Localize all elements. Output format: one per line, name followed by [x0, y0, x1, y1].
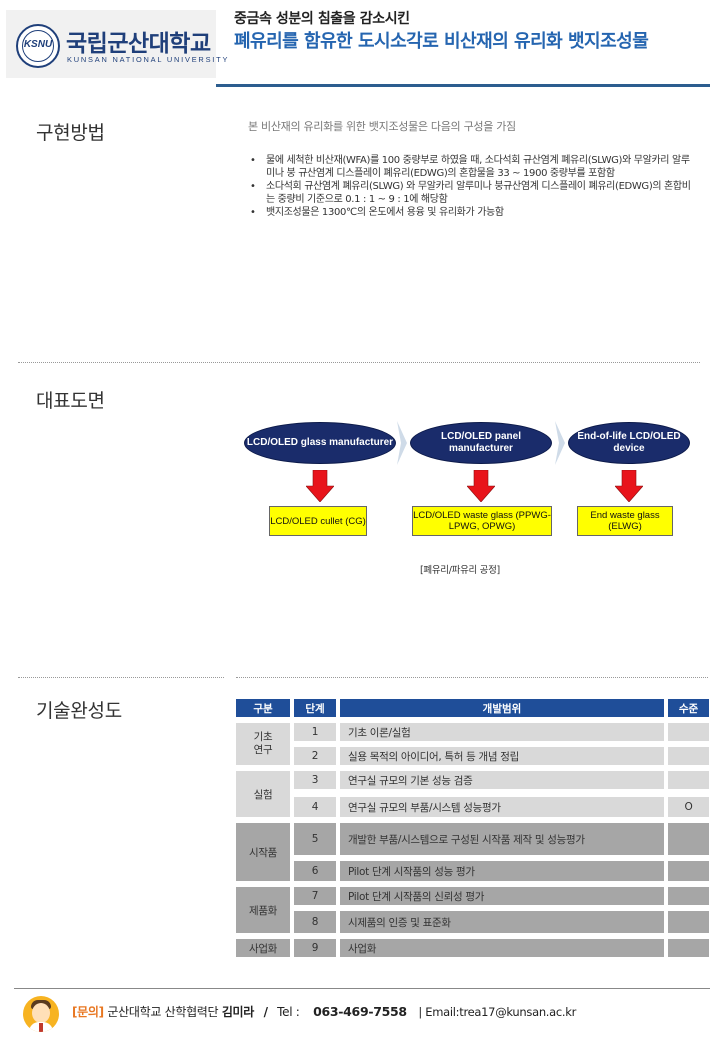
arrow-down-icon	[615, 470, 643, 502]
contact-inquiry-label: [문의]	[72, 1005, 104, 1019]
table-cell-scope: 연구실 규모의 부품/시스템 성능평가	[340, 797, 664, 817]
contact-avatar-icon	[23, 996, 59, 1032]
method-bullet: 물에 세척한 비산재(WFA)를 100 중량부로 하였을 때, 소다석회 규산…	[248, 154, 693, 180]
logo-english-name: KUNSAN NATIONAL UNIVERSITY	[67, 55, 230, 64]
contact-email: | Email:trea17@kunsan.ac.kr	[418, 1005, 577, 1019]
page-title: 폐유리를 함유한 도시소각로 비산재의 유리화 뱃지조성물	[234, 31, 649, 52]
table-cell-level	[668, 747, 709, 765]
contact-separator: /	[263, 1005, 268, 1019]
arrow-down-icon	[467, 470, 495, 502]
method-bullet: 뱃지조성물은 1300℃의 온도에서 용융 및 유리화가 가능함	[248, 206, 693, 219]
chevron-right-icon	[555, 421, 565, 465]
diagram-oval-panel-manufacturer: LCD/OLED panel manufacturer	[410, 422, 552, 464]
section-divider	[236, 677, 708, 678]
table-cell-stage: 2	[294, 747, 336, 765]
table-header-stage: 단계	[294, 699, 336, 717]
table-category-commercialization: 사업화	[236, 939, 290, 957]
table-cell-scope: 개발한 부품/시스템으로 구성된 시작품 제작 및 성능평가	[340, 823, 664, 855]
table-category-basic: 기초 연구	[236, 723, 290, 765]
university-logo: KSNU 국립군산대학교 KUNSAN NATIONAL UNIVERSITY	[6, 10, 227, 78]
method-bullet: 소다석회 규산염계 폐유리(SLWG) 와 무알카리 알루미나 붕규산염계 디스…	[248, 180, 693, 206]
table-header-scope: 개발범위	[340, 699, 664, 717]
table-cell-stage: 6	[294, 861, 336, 881]
contact-tel-label: Tel :	[277, 1005, 300, 1019]
table-cell-stage: 7	[294, 887, 336, 905]
diagram-box-waste-glass: LCD/OLED waste glass (PPWG-LPWG, OPWG)	[412, 506, 552, 536]
table-cell-stage: 1	[294, 723, 336, 741]
table-cell-level	[668, 823, 709, 855]
diagram-box-cullet: LCD/OLED cullet (CG)	[269, 506, 367, 536]
table-header-level: 수준	[668, 699, 709, 717]
table-cell-scope: 연구실 규모의 기본 성능 검증	[340, 771, 664, 789]
table-cell-scope: 사업화	[340, 939, 664, 957]
method-bullet-list: 물에 세척한 비산재(WFA)를 100 중량부로 하였을 때, 소다석회 규산…	[248, 154, 693, 219]
contact-info: [문의] 군산대학교 산학협력단 김미라 / Tel : 063-469-755…	[72, 1003, 576, 1020]
section-divider	[18, 362, 700, 363]
contact-person-name: 김미라	[221, 1005, 255, 1019]
table-header-category: 구분	[236, 699, 290, 717]
section-divider	[18, 677, 224, 678]
figure-caption: [폐유리/파유리 공정]	[420, 565, 500, 576]
diagram-oval-glass-manufacturer: LCD/OLED glass manufacturer	[244, 422, 396, 464]
footer-divider	[14, 988, 710, 989]
diagram-oval-eol-device: End-of-life LCD/OLED device	[568, 422, 690, 464]
contact-phone: 063-469-7558	[313, 1004, 407, 1019]
page-subtitle: 중금속 성분의 침출을 감소시킨	[234, 11, 410, 27]
table-cell-level	[668, 771, 709, 789]
table-cell-level	[668, 723, 709, 741]
table-cell-level	[668, 887, 709, 905]
method-intro: 본 비산재의 유리화를 위한 뱃지조성물은 다음의 구성을 가짐	[248, 120, 516, 133]
table-category-experiment: 실험	[236, 771, 290, 817]
table-cell-stage: 4	[294, 797, 336, 817]
table-cell-scope: Pilot 단계 시작품의 성능 평가	[340, 861, 664, 881]
contact-organization: 군산대학교 산학협력단	[107, 1005, 219, 1019]
arrow-down-icon	[306, 470, 334, 502]
table-cell-stage: 5	[294, 823, 336, 855]
table-cell-stage: 9	[294, 939, 336, 957]
table-cell-level	[668, 939, 709, 957]
table-cell-scope: 실용 목적의 아이디어, 특허 등 개념 정립	[340, 747, 664, 765]
chevron-right-icon	[397, 421, 407, 465]
header-divider	[216, 84, 710, 87]
section-label-figure: 대표도면	[36, 390, 105, 412]
table-cell-stage: 3	[294, 771, 336, 789]
logo-korean-name: 국립군산대학교	[66, 31, 211, 57]
table-category-productization: 제품화	[236, 887, 290, 933]
table-cell-scope: Pilot 단계 시작품의 신뢰성 평가	[340, 887, 664, 905]
table-cell-scope: 기초 이론/실험	[340, 723, 664, 741]
table-cell-scope: 시제품의 인증 및 표준화	[340, 911, 664, 933]
section-label-method: 구현방법	[36, 122, 105, 144]
diagram-box-end-waste-glass: End waste glass (ELWG)	[577, 506, 673, 536]
table-cell-level-current: O	[668, 797, 709, 817]
process-diagram: LCD/OLED glass manufacturer LCD/OLED pan…	[240, 418, 700, 578]
university-seal-icon: KSNU	[16, 24, 60, 68]
page-header: KSNU 국립군산대학교 KUNSAN NATIONAL UNIVERSITY …	[0, 0, 720, 90]
section-label-trl: 기술완성도	[36, 700, 122, 722]
table-category-prototype: 시작품	[236, 823, 290, 881]
table-cell-level	[668, 911, 709, 933]
table-cell-stage: 8	[294, 911, 336, 933]
table-cell-level	[668, 861, 709, 881]
